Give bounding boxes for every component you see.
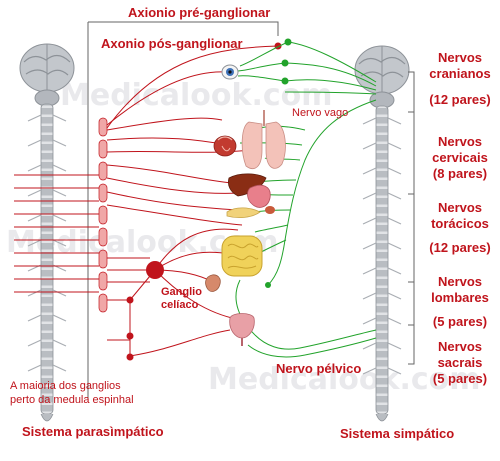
sympathetic-chain <box>98 117 108 313</box>
ganglia-note-line2: perto da medula espinhal <box>10 394 134 406</box>
ganglia-note: A maioria dos ganglios perto da medula e… <box>10 379 134 407</box>
nerve-group-name: cranianos <box>429 66 491 81</box>
celiac-ganglion <box>146 261 164 279</box>
left-spinal-cord <box>19 43 108 422</box>
pelvic-label: Nervo pélvico <box>276 361 362 376</box>
right-spinal-nerves <box>362 117 402 375</box>
vagus-label: Nervo vago <box>292 107 349 119</box>
nerve-group-count: (5 pares) <box>432 314 488 329</box>
heart-icon <box>213 135 237 157</box>
axon-post-label: Axonio pós-ganglionar <box>101 36 243 51</box>
watermark-bottom: Medicalook.com <box>208 362 481 397</box>
stomach-icon <box>247 184 271 208</box>
nerve-group-count: (12 pares) <box>429 240 491 255</box>
nerve-group-name: Nervos <box>437 134 483 149</box>
right-spinal-cord <box>354 45 415 422</box>
sympathetic-label: Sistema simpático <box>340 426 455 441</box>
nerve-group-name: Nervos <box>437 200 483 215</box>
nerve-group-name: lombares <box>431 290 489 305</box>
nerve-group-lumbar: Nervos lombares (5 pares) <box>424 274 496 330</box>
parasympathetic-label: Sistema parasìmpático <box>22 424 164 439</box>
bladder-icon <box>229 313 255 346</box>
eye-icon <box>221 64 239 80</box>
nerve-group-name: Nervos <box>437 274 483 289</box>
nerve-group-name: sacrais <box>437 355 483 370</box>
sympathetic-fibers <box>14 45 279 357</box>
pancreas-icon <box>226 206 275 219</box>
celiac-label-line2: celíaco <box>161 299 199 311</box>
nerve-group-sacral: Nervos sacrais (5 pares) <box>424 339 496 387</box>
nerve-group-count: (8 pares) <box>432 166 488 181</box>
celiac-label-line1: Ganglio <box>161 286 202 298</box>
nerve-group-count: (5 pares) <box>432 371 488 386</box>
kidney-icon <box>205 274 221 292</box>
intestine-icon <box>221 235 263 277</box>
nerve-group-cervical: Nervos cervicais (8 pares) <box>424 134 496 182</box>
nerve-group-name: torácicos <box>431 216 489 231</box>
nerve-group-name: Nervos <box>437 339 483 354</box>
axon-label-brackets <box>87 21 279 400</box>
lungs-icon <box>241 110 286 169</box>
sympathetic-ganglia <box>126 42 282 361</box>
axon-pre-label: Axionio pré-ganglionar <box>128 5 271 20</box>
nerve-region-brackets <box>408 71 415 365</box>
brain-icon <box>19 43 75 107</box>
watermark-top: Medicalook.com <box>60 78 333 113</box>
ganglia-note-line1: A maioria dos ganglios <box>10 380 121 392</box>
nerve-group-cranial: Nervos cranianos (12 pares) <box>424 50 496 108</box>
celiac-label: Ganglio celíaco <box>161 286 202 312</box>
nerve-group-name: cervicais <box>432 150 488 165</box>
parasympathetic-ganglia <box>265 38 292 288</box>
nerve-group-thoracic: Nervos torácicos (12 pares) <box>424 200 496 256</box>
brain-icon <box>354 45 410 109</box>
nerve-group-name: Nervos <box>437 50 483 65</box>
nerve-group-count: (12 pares) <box>429 92 491 107</box>
